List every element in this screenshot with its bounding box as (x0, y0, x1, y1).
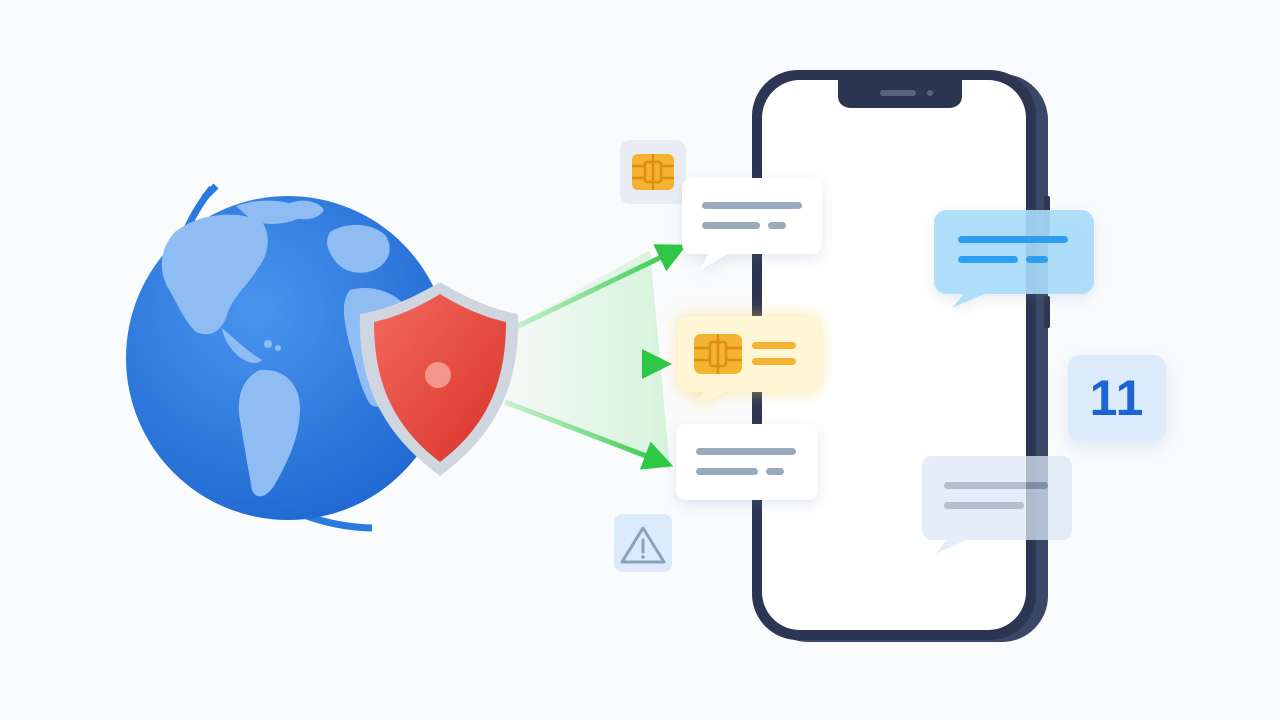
number-badge-value: 11 (1089, 370, 1145, 426)
arrow-up (508, 244, 687, 333)
message-bubble-bottom (676, 424, 818, 500)
sim-card-top-icon (620, 140, 686, 204)
transfer-beams (505, 250, 670, 470)
message-bubble-top (682, 178, 822, 270)
arrow-down (504, 399, 674, 470)
number-badge: 11 (1068, 355, 1166, 441)
chat-bubble-incoming (934, 210, 1094, 308)
warning-triangle-icon (614, 514, 672, 572)
shield-icon (359, 282, 519, 476)
sim-card-inline-icon (694, 334, 742, 374)
message-bubble-sms-code (678, 316, 820, 408)
chat-bubble-faded (922, 456, 1072, 554)
